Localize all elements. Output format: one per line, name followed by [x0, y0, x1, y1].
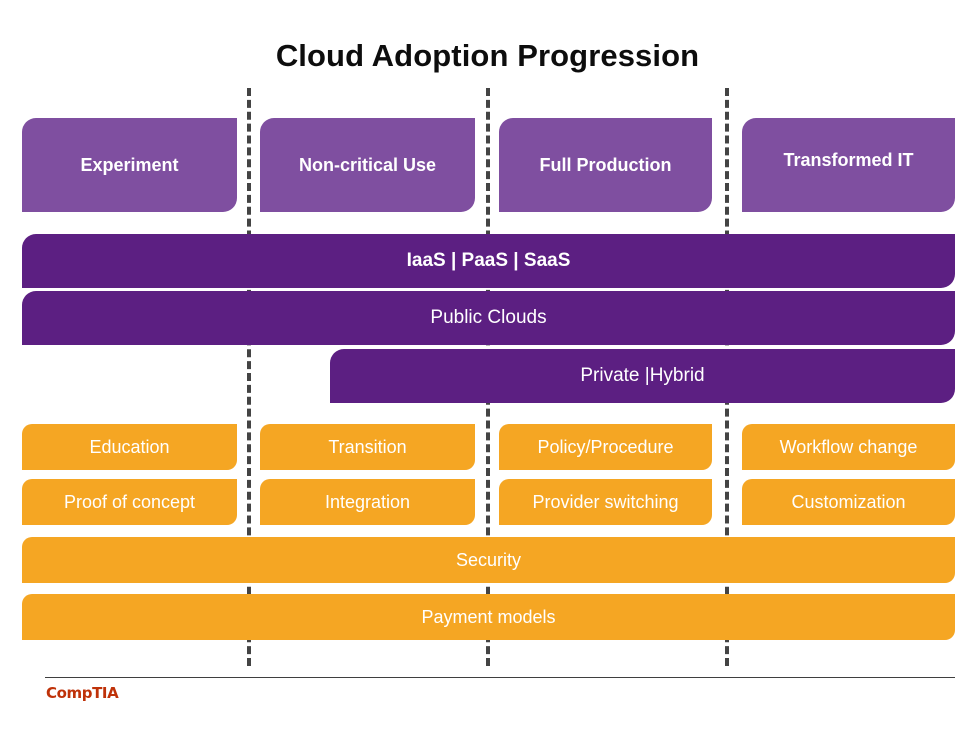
activity-label: Workflow change — [779, 436, 918, 457]
activity-label: Provider switching — [532, 491, 679, 512]
activity-label: Customization — [791, 491, 906, 512]
activity-box-education[interactable]: Education — [22, 424, 237, 470]
activity-box-transition[interactable]: Transition — [260, 424, 475, 470]
service-bar-private-hybrid[interactable]: Private |Hybrid — [330, 349, 955, 403]
activity-box-customization[interactable]: Customization — [742, 479, 955, 525]
service-bar-iaas-paas-saas[interactable]: IaaS | PaaS | SaaS — [22, 234, 955, 288]
activity-bar-label: Security — [455, 549, 522, 570]
activity-box-integration[interactable]: Integration — [260, 479, 475, 525]
activity-label: Integration — [324, 491, 411, 512]
stage-box-transformed-it[interactable]: Transformed IT — [742, 118, 955, 212]
activity-label: Education — [89, 436, 170, 457]
stage-box-experiment[interactable]: Experiment — [22, 118, 237, 212]
activity-bar-payment-models[interactable]: Payment models — [22, 594, 955, 640]
column-divider-1 — [247, 88, 251, 666]
activity-label: Proof of concept — [63, 491, 196, 512]
stage-label: Non-critical Use — [298, 154, 437, 175]
activity-box-policy-procedure[interactable]: Policy/Procedure — [499, 424, 712, 470]
activity-label: Transition — [328, 436, 407, 457]
activity-box-workflow-change[interactable]: Workflow change — [742, 424, 955, 470]
service-bar-public-clouds[interactable]: Public Clouds — [22, 291, 955, 345]
comptia-logo: CompTIA — [46, 684, 119, 702]
service-bar-label: Public Clouds — [430, 307, 547, 328]
stage-label: Full Production — [539, 154, 672, 175]
activity-bar-security[interactable]: Security — [22, 537, 955, 583]
activity-box-proof-of-concept[interactable]: Proof of concept — [22, 479, 237, 525]
service-bar-label: IaaS | PaaS | SaaS — [406, 250, 571, 271]
activity-box-provider-switching[interactable]: Provider switching — [499, 479, 712, 525]
page-title: Cloud Adoption Progression — [275, 38, 700, 73]
footer-divider — [45, 677, 955, 678]
stage-label: Experiment — [80, 154, 179, 175]
activity-label: Policy/Procedure — [537, 436, 674, 457]
stage-box-full-production[interactable]: Full Production — [499, 118, 712, 212]
stage-label: Transformed IT — [783, 150, 914, 170]
activity-bar-label: Payment models — [421, 606, 556, 627]
stage-box-non-critical-use[interactable]: Non-critical Use — [260, 118, 475, 212]
service-bar-label: Private |Hybrid — [580, 365, 705, 386]
